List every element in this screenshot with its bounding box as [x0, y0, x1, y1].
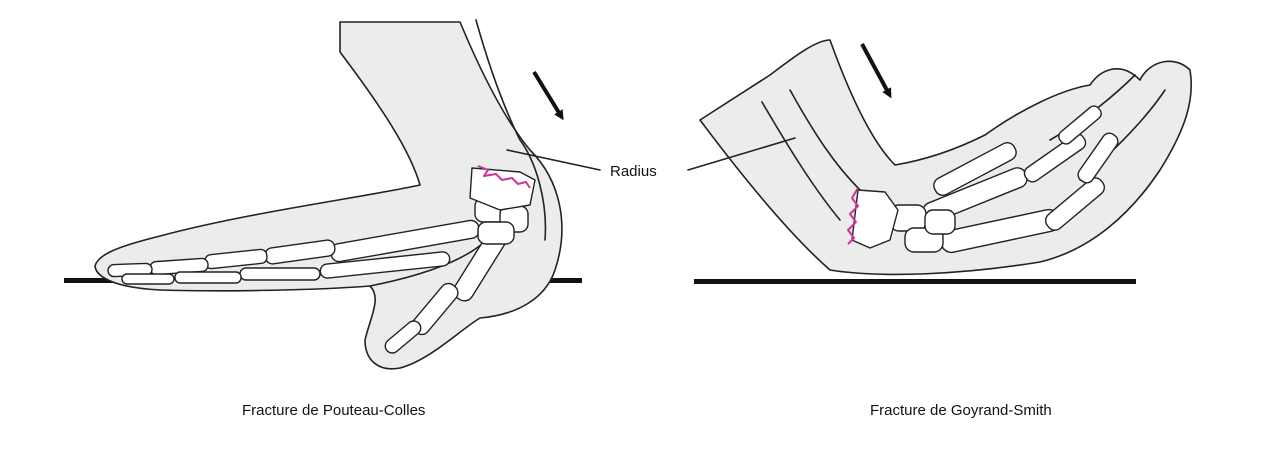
right-ground-line: [694, 279, 1136, 284]
left-thumb-bones: [384, 228, 507, 354]
radius-leader-left: [506, 149, 601, 171]
arrow-down-right-icon: [532, 70, 564, 121]
arrow-down-right-icon: [860, 43, 892, 99]
smith-illustration: [694, 39, 1193, 284]
caption-colles: Fracture de Pouteau-Colles: [242, 402, 425, 419]
left-radius-bone: [469, 167, 536, 211]
caption-smith: Fracture de Goyrand-Smith: [870, 402, 1052, 419]
left-thumb-crease: [369, 243, 483, 287]
right-fracture-line: [847, 187, 859, 245]
radius-label: Radius: [610, 163, 657, 180]
right-forearm-inner-line-2: [789, 89, 861, 191]
left-forearm-inner-line: [475, 19, 547, 241]
radius-leader-right: [687, 137, 796, 171]
left-finger-bones: [107, 219, 480, 285]
right-carpal-bones: [889, 204, 956, 253]
right-finger-bones: [922, 105, 1119, 254]
left-fracture-line: [477, 165, 531, 189]
colles-illustration: [64, 19, 582, 370]
right-forearm-inner-line-1: [761, 101, 841, 221]
radius-label-group: Radius: [506, 137, 796, 180]
